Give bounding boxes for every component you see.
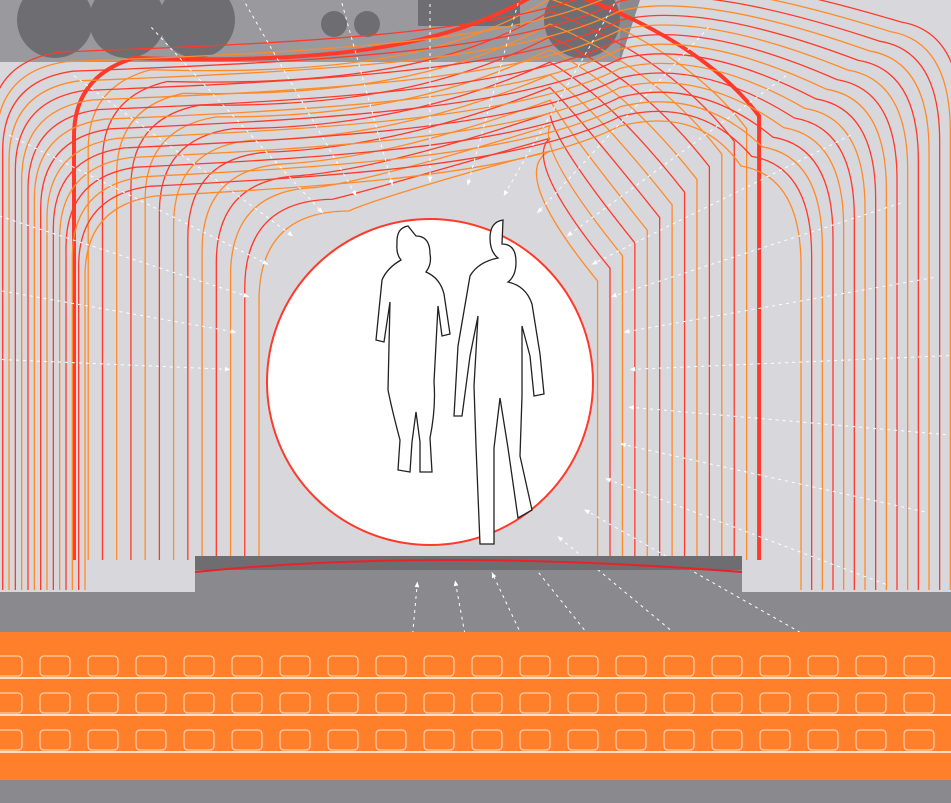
ceiling-circle	[354, 11, 380, 37]
ceiling-circle	[321, 11, 347, 37]
floor-plinth	[195, 556, 742, 570]
floor-bottom	[0, 780, 951, 803]
